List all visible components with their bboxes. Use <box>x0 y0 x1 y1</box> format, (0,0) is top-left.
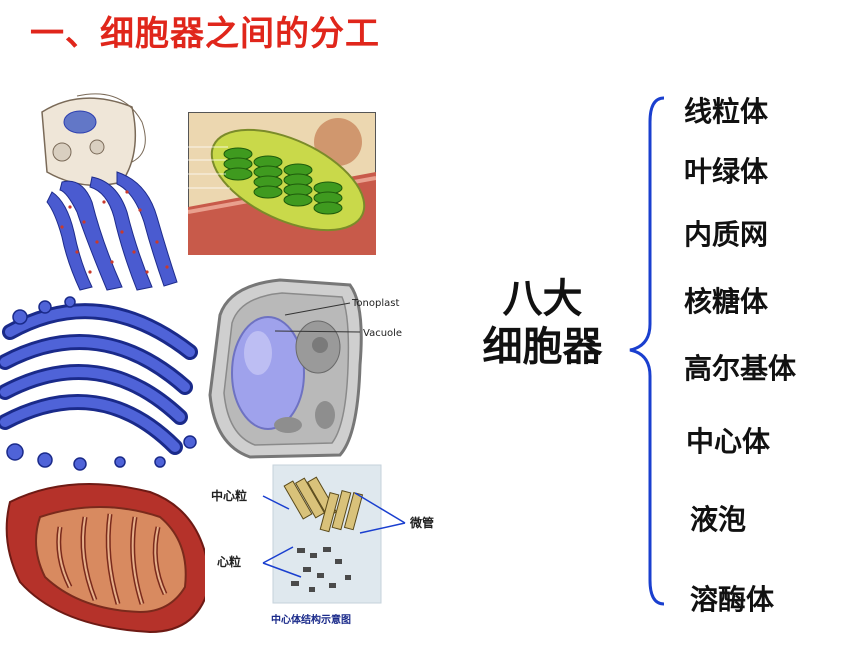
vacuole-label: Vacuole <box>363 328 402 339</box>
organelle-item: 液泡 <box>690 503 747 536</box>
chloroplast-illustration <box>188 112 376 255</box>
organelle-item: 叶绿体 <box>684 155 769 188</box>
golgi-illustration <box>0 292 200 472</box>
organelle-item: 高尔基体 <box>684 352 797 385</box>
eight-organelles-label: 八大 细胞器 <box>470 275 615 371</box>
center-label-line1: 八大 <box>502 276 583 322</box>
organelle-item: 溶酶体 <box>690 583 775 616</box>
centriole-label-top: 中心粒 <box>211 488 247 503</box>
plant-cell-illustration: Tonoplast Vacuole <box>200 275 415 465</box>
centrosome-diagram: 中心粒 心粒 微管 中心体结构示意图 <box>205 463 455 635</box>
slide-title: 一、细胞器之间的分工 <box>30 14 380 54</box>
organelle-item: 中心体 <box>686 425 771 458</box>
center-label-line2: 细胞器 <box>482 324 603 370</box>
organelle-item: 线粒体 <box>684 95 769 128</box>
tonoplast-label: Tonoplast <box>351 298 399 309</box>
er-illustration <box>22 92 184 292</box>
organelle-item: 内质网 <box>684 218 769 251</box>
mitochondrion-illustration <box>0 472 215 637</box>
centriole-label-bottom: 心粒 <box>217 554 241 569</box>
microtubule-label: 微管 <box>409 515 434 530</box>
curly-brace <box>629 96 665 606</box>
centrosome-caption: 中心体结构示意图 <box>271 613 351 626</box>
organelle-item: 核糖体 <box>684 285 769 318</box>
